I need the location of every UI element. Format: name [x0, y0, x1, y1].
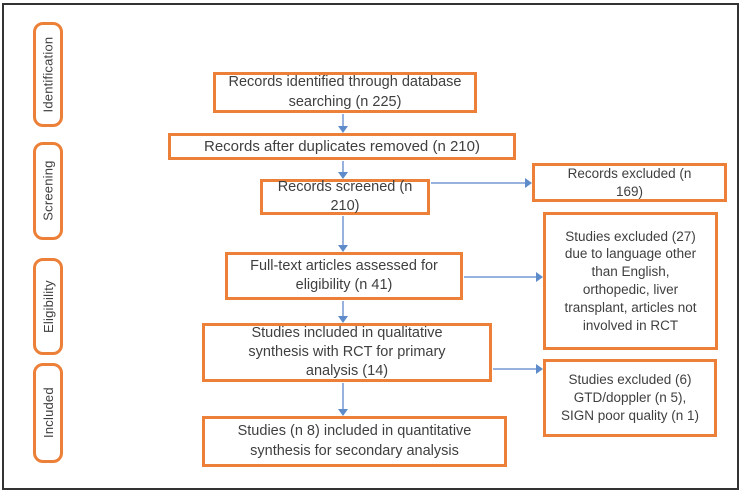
stage-label-included: Included: [40, 387, 56, 439]
stage-box-eligibility: Eligibility: [33, 258, 63, 355]
arrow-down-screened-to-fulltext: [338, 216, 348, 252]
stage-label-eligibility: Eligibility: [40, 280, 56, 333]
arrow-right-fulltext-to-studies-excluded: [464, 272, 543, 282]
stage-label-screening: Screening: [40, 160, 56, 222]
exclusion-box-studies-excluded-27: Studies excluded (27) due to language ot…: [543, 212, 718, 350]
arrow-down-identified-to-duplicates: [338, 114, 348, 133]
flow-box-qualitative-synthesis: Studies included in qualitative synthesi…: [202, 323, 492, 382]
stage-box-screening: Screening: [33, 142, 63, 240]
exclusion-box-records-excluded: Records excluded (n 169): [532, 163, 727, 202]
stage-label-identification: Identification: [40, 36, 56, 113]
arrow-down-qualitative-to-quantitative: [338, 383, 348, 416]
stage-box-included: Included: [33, 363, 63, 463]
arrow-right-qualitative-to-studies-excluded: [493, 364, 543, 374]
flow-box-after-duplicates: Records after duplicates removed (n 210): [168, 133, 516, 160]
flow-box-quantitative-synthesis: Studies (n 8) included in quantitative s…: [202, 416, 507, 467]
exclusion-box-studies-excluded-6: Studies excluded (6) GTD/doppler (n 5), …: [543, 359, 717, 437]
arrow-down-duplicates-to-screened: [338, 161, 348, 179]
flow-box-records-screened: Records screened (n 210): [260, 179, 430, 215]
flow-box-fulltext-assessed: Full-text articles assessed for eligibil…: [225, 252, 463, 300]
arrow-down-fulltext-to-qualitative: [338, 301, 348, 323]
arrow-right-screened-to-records-excluded: [431, 178, 532, 188]
flow-box-records-identified: Records identified through database sear…: [213, 72, 477, 113]
stage-box-identification: Identification: [33, 22, 63, 127]
